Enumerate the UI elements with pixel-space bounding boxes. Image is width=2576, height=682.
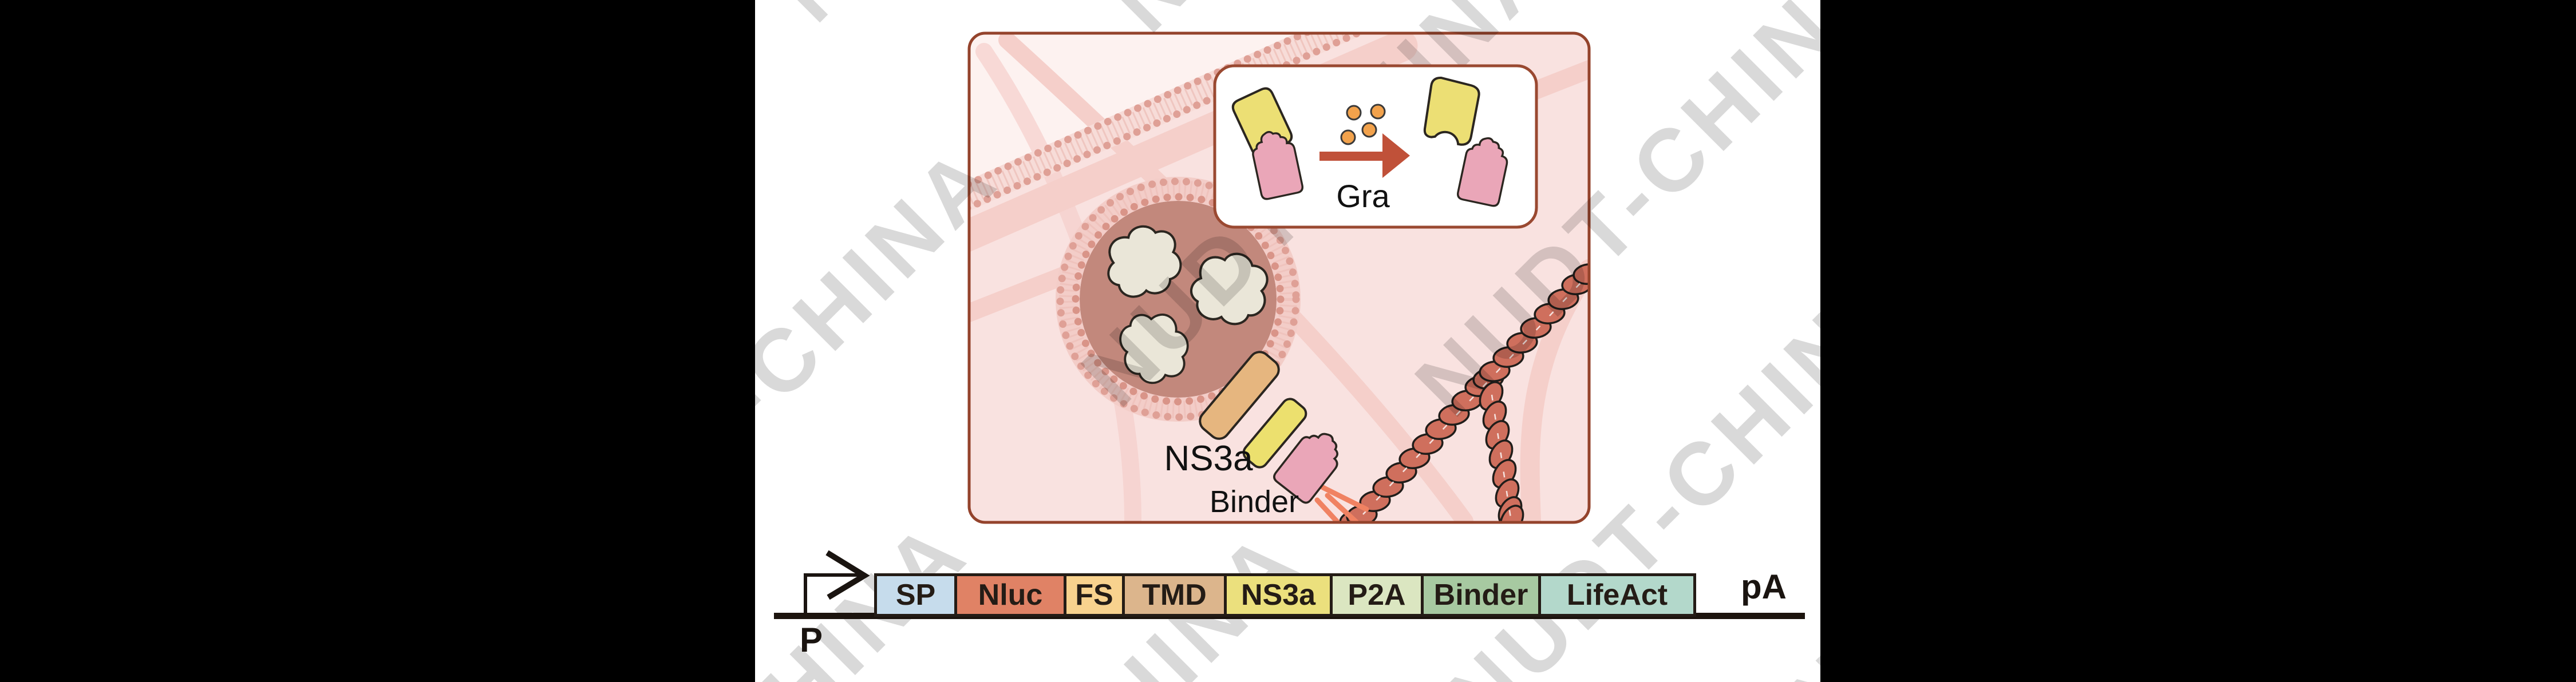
construct-segment-binder: Binder — [1421, 573, 1541, 617]
ns3a-segment — [1242, 398, 1307, 469]
promoter-arrow-icon — [804, 550, 870, 616]
tmd-segment — [1199, 351, 1280, 440]
reaction-arrow — [1319, 133, 1410, 178]
construct-segment-fs: FS — [1064, 573, 1125, 617]
promoter-label: P — [800, 621, 823, 659]
gra-label: Gra — [1336, 178, 1390, 214]
construct-segment-tmd: TMD — [1122, 573, 1227, 617]
vesicle — [1056, 177, 1301, 422]
construct-segment-ns3a: NS3a — [1224, 573, 1333, 617]
construct-segment-nluc: Nluc — [954, 573, 1066, 617]
figure-overlay: Gra NS3a Binder — [804, 64, 1538, 616]
polya-label: pA — [1741, 568, 1787, 606]
granule-dots — [1340, 104, 1386, 145]
plasma-membrane — [969, 33, 1370, 223]
binder-label: Binder — [1210, 485, 1299, 519]
cell-border — [967, 31, 1591, 524]
fusion-protein — [1199, 351, 1369, 522]
construct-segment-lifeact: LifeAct — [1538, 573, 1696, 617]
construct-segment-sp: SP — [874, 573, 957, 617]
cleavage-inset: Gra — [1213, 64, 1538, 229]
binder-linkers — [1314, 485, 1369, 522]
actin-highlights — [1362, 277, 1586, 518]
construct-segment-p2a: P2A — [1330, 573, 1424, 617]
ns3a-label: NS3a — [1164, 439, 1253, 478]
